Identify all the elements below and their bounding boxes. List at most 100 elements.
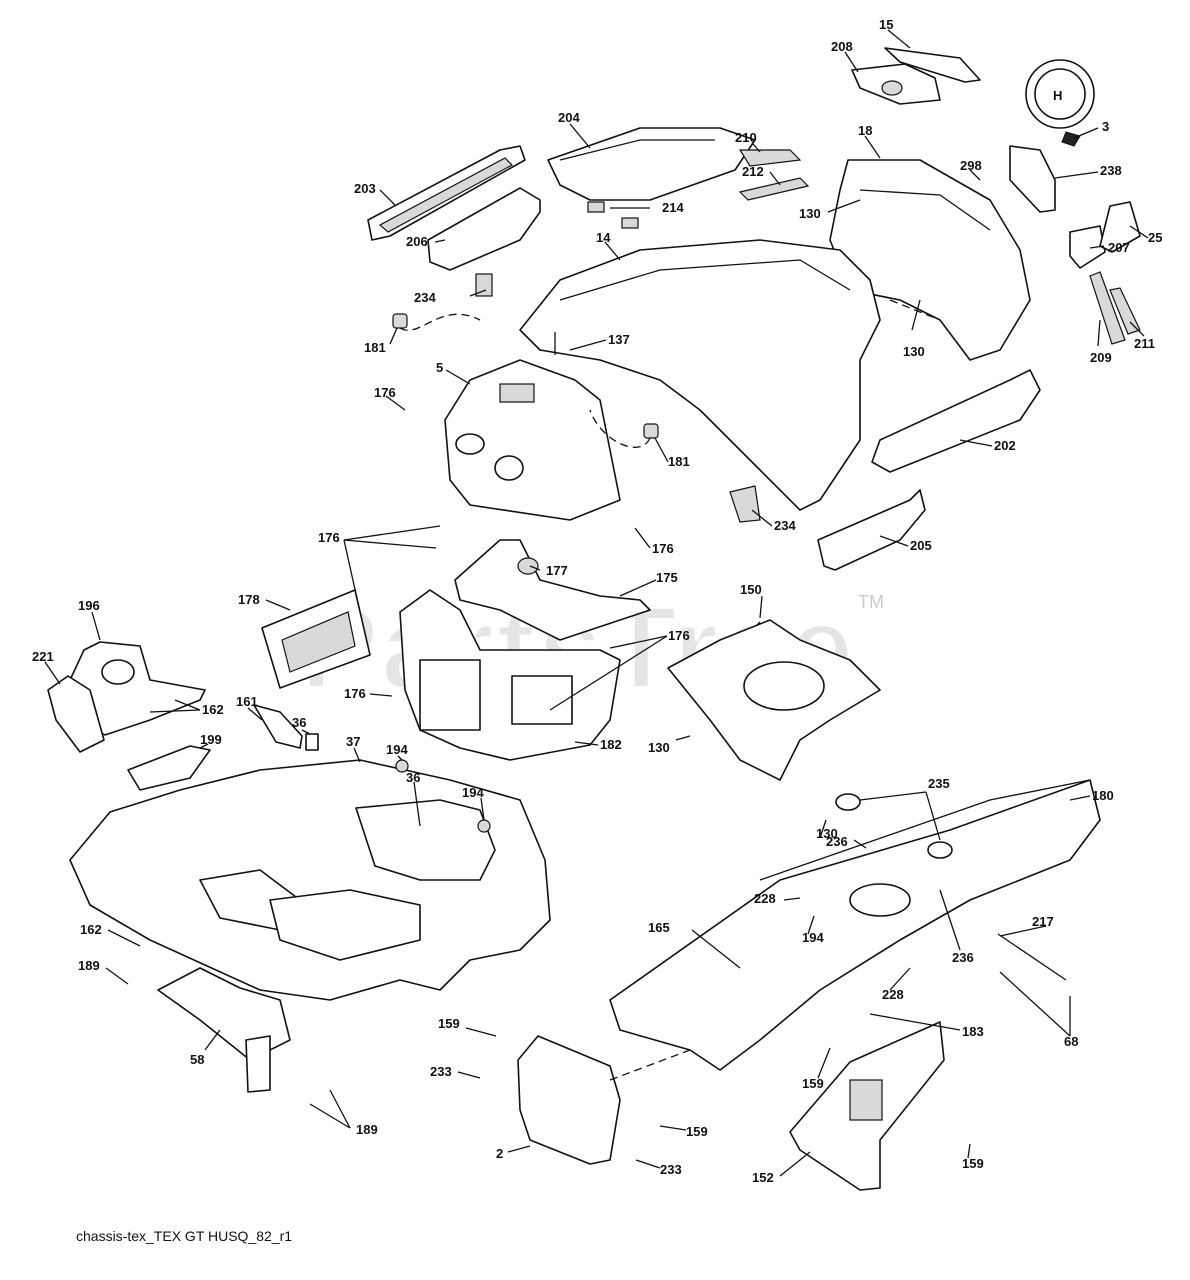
callout-15[interactable]: 15 [879,17,893,32]
callout-177[interactable]: 177 [546,563,568,578]
part-202-front-bumper-insert[interactable] [871,369,1041,473]
callout-159a[interactable]: 159 [438,1016,460,1031]
callout-236a[interactable]: 236 [826,834,848,849]
callout-176b[interactable]: 176 [318,530,340,545]
callout-194b[interactable]: 194 [462,785,484,800]
part-152-shield[interactable] [789,1021,945,1191]
part-207-25-lights[interactable] [1069,201,1141,269]
part-58-mount-bracket[interactable] [157,967,291,1093]
callout-5[interactable]: 5 [436,360,443,375]
part-37-footrest[interactable] [69,759,551,1001]
callout-182[interactable]: 182 [600,737,622,752]
part-221-cap[interactable] [47,675,105,753]
part-199-bracket[interactable] [127,745,211,791]
callout-181a[interactable]: 181 [364,340,386,355]
part-2-front-bracket[interactable] [517,1035,621,1165]
callout-130c[interactable]: 130 [648,740,670,755]
callout-161[interactable]: 161 [236,694,258,709]
callout-37[interactable]: 37 [346,734,360,749]
callout-228b[interactable]: 228 [882,987,904,1002]
callout-159b[interactable]: 159 [802,1076,824,1091]
callout-130a[interactable]: 130 [799,206,821,221]
callout-183[interactable]: 183 [962,1024,984,1039]
part-3-husqvarna-badge[interactable]: H [1025,59,1095,147]
callout-176a[interactable]: 176 [374,385,396,400]
callout-211[interactable]: 211 [1134,336,1155,351]
part-177-key-switch[interactable] [517,557,539,575]
part-pan-under-dash[interactable] [667,619,881,781]
callout-36a[interactable]: 36 [292,715,306,730]
callout-233a[interactable]: 233 [430,1064,452,1079]
part-175-panel-bracket[interactable] [454,539,651,641]
callout-181b[interactable]: 181 [668,454,690,469]
callout-298[interactable]: 298 [960,158,982,173]
part-205-lower-trim[interactable] [817,489,926,571]
callout-228a[interactable]: 228 [754,891,776,906]
callout-217[interactable]: 217 [1032,914,1054,929]
callout-194c[interactable]: 194 [802,930,824,945]
part-161-clip[interactable] [253,704,303,749]
callout-234a[interactable]: 234 [414,290,436,305]
callout-176e[interactable]: 176 [344,686,366,701]
callout-221[interactable]: 221 [32,649,54,664]
callout-194a[interactable]: 194 [386,742,408,757]
part-178-vent-plate[interactable] [261,589,371,689]
callout-176d[interactable]: 176 [668,628,690,643]
callout-207[interactable]: 207 [1108,240,1130,255]
callout-3[interactable]: 3 [1102,119,1109,134]
callout-150[interactable]: 150 [740,582,762,597]
callout-68[interactable]: 68 [1064,1034,1078,1049]
callout-236b[interactable]: 236 [952,950,974,965]
callout-234b[interactable]: 234 [774,518,796,533]
callout-2[interactable]: 2 [496,1146,503,1161]
callout-196[interactable]: 196 [78,598,100,613]
callout-202[interactable]: 202 [994,438,1016,453]
callout-180[interactable]: 180 [1092,788,1114,803]
part-234-pad[interactable] [729,485,761,523]
callout-162a[interactable]: 162 [202,702,224,717]
part-5-dash-panel[interactable] [444,359,621,521]
part-206-grille-frame[interactable] [427,187,541,297]
callout-206[interactable]: 206 [406,234,428,249]
callout-58[interactable]: 58 [190,1052,204,1067]
callout-189a[interactable]: 189 [78,958,100,973]
part-15-trim[interactable] [884,47,981,83]
callout-36b[interactable]: 36 [406,770,420,785]
part-180-frame[interactable] [609,779,1101,1071]
part-203-front-grille[interactable] [367,145,526,241]
callout-159c[interactable]: 159 [686,1124,708,1139]
callout-130b[interactable]: 130 [903,344,925,359]
callout-176c[interactable]: 176 [652,541,674,556]
callout-152[interactable]: 152 [752,1170,774,1185]
part-209-211-vents[interactable] [1089,271,1141,345]
callout-212[interactable]: 212 [742,164,764,179]
callout-189b[interactable]: 189 [356,1122,378,1137]
callout-18[interactable]: 18 [858,123,872,138]
callout-130d[interactable]: 130 [816,826,838,841]
part-238-side-trim[interactable] [1009,145,1056,213]
callout-203[interactable]: 203 [354,181,376,196]
callout-178[interactable]: 178 [238,592,260,607]
callout-25[interactable]: 25 [1148,230,1162,245]
callout-159d[interactable]: 159 [962,1156,984,1171]
part-182-dash-body[interactable] [399,589,621,761]
part-18-bumper[interactable] [829,159,1031,361]
callout-235[interactable]: 235 [928,776,950,791]
part-235-spacer[interactable] [835,793,861,811]
part-210-212-grilles[interactable] [738,149,810,201]
part-181-grommets[interactable] [392,313,659,448]
callout-204[interactable]: 204 [558,110,580,125]
callout-238[interactable]: 238 [1100,163,1122,178]
callout-214[interactable]: 214 [662,200,684,215]
callout-199[interactable]: 199 [200,732,222,747]
part-208-bracket[interactable] [851,63,941,105]
part-204-hood-lid[interactable] [547,127,756,201]
callout-233b[interactable]: 233 [660,1162,682,1177]
part-214-clips[interactable] [587,201,639,229]
part-14-hood[interactable] [519,239,881,511]
callout-205[interactable]: 205 [910,538,932,553]
callout-208[interactable]: 208 [831,39,853,54]
callout-137[interactable]: 137 [608,332,630,347]
callout-165[interactable]: 165 [648,920,670,935]
callout-210[interactable]: 210 [735,130,757,145]
